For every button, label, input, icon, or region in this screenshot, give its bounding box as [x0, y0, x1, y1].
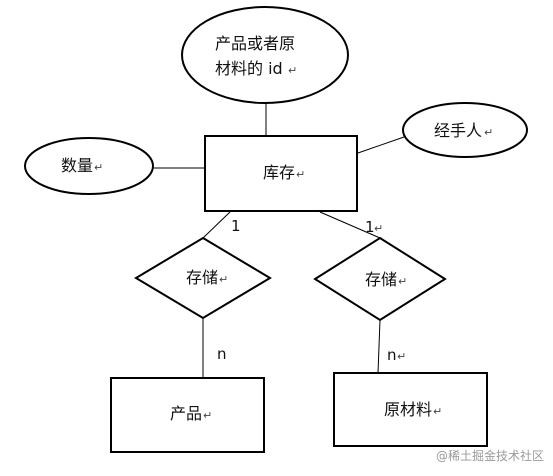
- attribute-handler-ellipse: [402, 102, 528, 158]
- attribute-handler: 经手人 ↵: [402, 102, 528, 158]
- entity-product: 产品 ↵: [110, 377, 265, 453]
- attribute-item-id-line2: 材料的 id: [215, 59, 283, 78]
- relationship-store-left: 存储 ↵: [134, 236, 272, 320]
- paragraph-mark: ↵: [398, 275, 407, 288]
- paragraph-mark: ↵: [219, 273, 228, 286]
- entity-raw-material-label: 原材料: [384, 400, 432, 419]
- entity-inventory-label: 库存: [263, 163, 295, 182]
- attribute-quantity-label: 数量: [61, 156, 93, 175]
- edge-inventory-store-right: [319, 211, 381, 239]
- connectors: [154, 104, 405, 378]
- edge-store-right-raw-material: [377, 319, 381, 374]
- entity-inventory: 库存 ↵: [204, 135, 358, 212]
- paragraph-mark: ↵: [288, 64, 297, 77]
- entity-product-box: [110, 377, 265, 453]
- entity-inventory-box: [204, 135, 358, 212]
- cardinality-right-top: 1: [365, 218, 375, 236]
- entity-raw-material: 原材料 ↵: [333, 372, 488, 447]
- attribute-quantity-ellipse: [24, 137, 154, 195]
- edge-handler-inventory: [357, 136, 405, 154]
- entity-raw-material-box: [333, 372, 488, 447]
- paragraph-mark: ↵: [484, 126, 493, 139]
- watermark: @稀土掘金技术社区: [436, 448, 544, 463]
- relationship-store-right-label: 存储: [365, 270, 397, 289]
- relationship-store-right-diamond: [313, 236, 447, 322]
- cardinality-left-top: 1: [231, 217, 241, 235]
- attribute-item-id: 产品或者原 材料的 id ↵: [181, 6, 349, 104]
- relationship-store-left-label: 存储: [186, 268, 218, 287]
- paragraph-mark: ↵: [203, 409, 212, 422]
- cardinality-right-bottom: n: [387, 346, 397, 364]
- paragraph-mark: ↵: [296, 168, 305, 181]
- relationship-store-left-diamond: [134, 236, 272, 320]
- paragraph-mark: ↵: [94, 161, 103, 174]
- attribute-item-id-line1: 产品或者原: [215, 34, 295, 53]
- relationship-store-right: 存储 ↵: [313, 236, 447, 322]
- attribute-quantity: 数量 ↵: [24, 137, 154, 195]
- cardinality-left-bottom: n: [217, 345, 227, 363]
- paragraph-mark: ↵: [374, 222, 383, 235]
- paragraph-mark: ↵: [433, 405, 442, 418]
- attribute-handler-label: 经手人: [434, 121, 482, 140]
- entity-product-label: 产品: [170, 404, 202, 423]
- attribute-item-id-ellipse: [181, 6, 349, 104]
- paragraph-mark: ↵: [397, 350, 406, 363]
- edge-inventory-store-left: [202, 211, 231, 239]
